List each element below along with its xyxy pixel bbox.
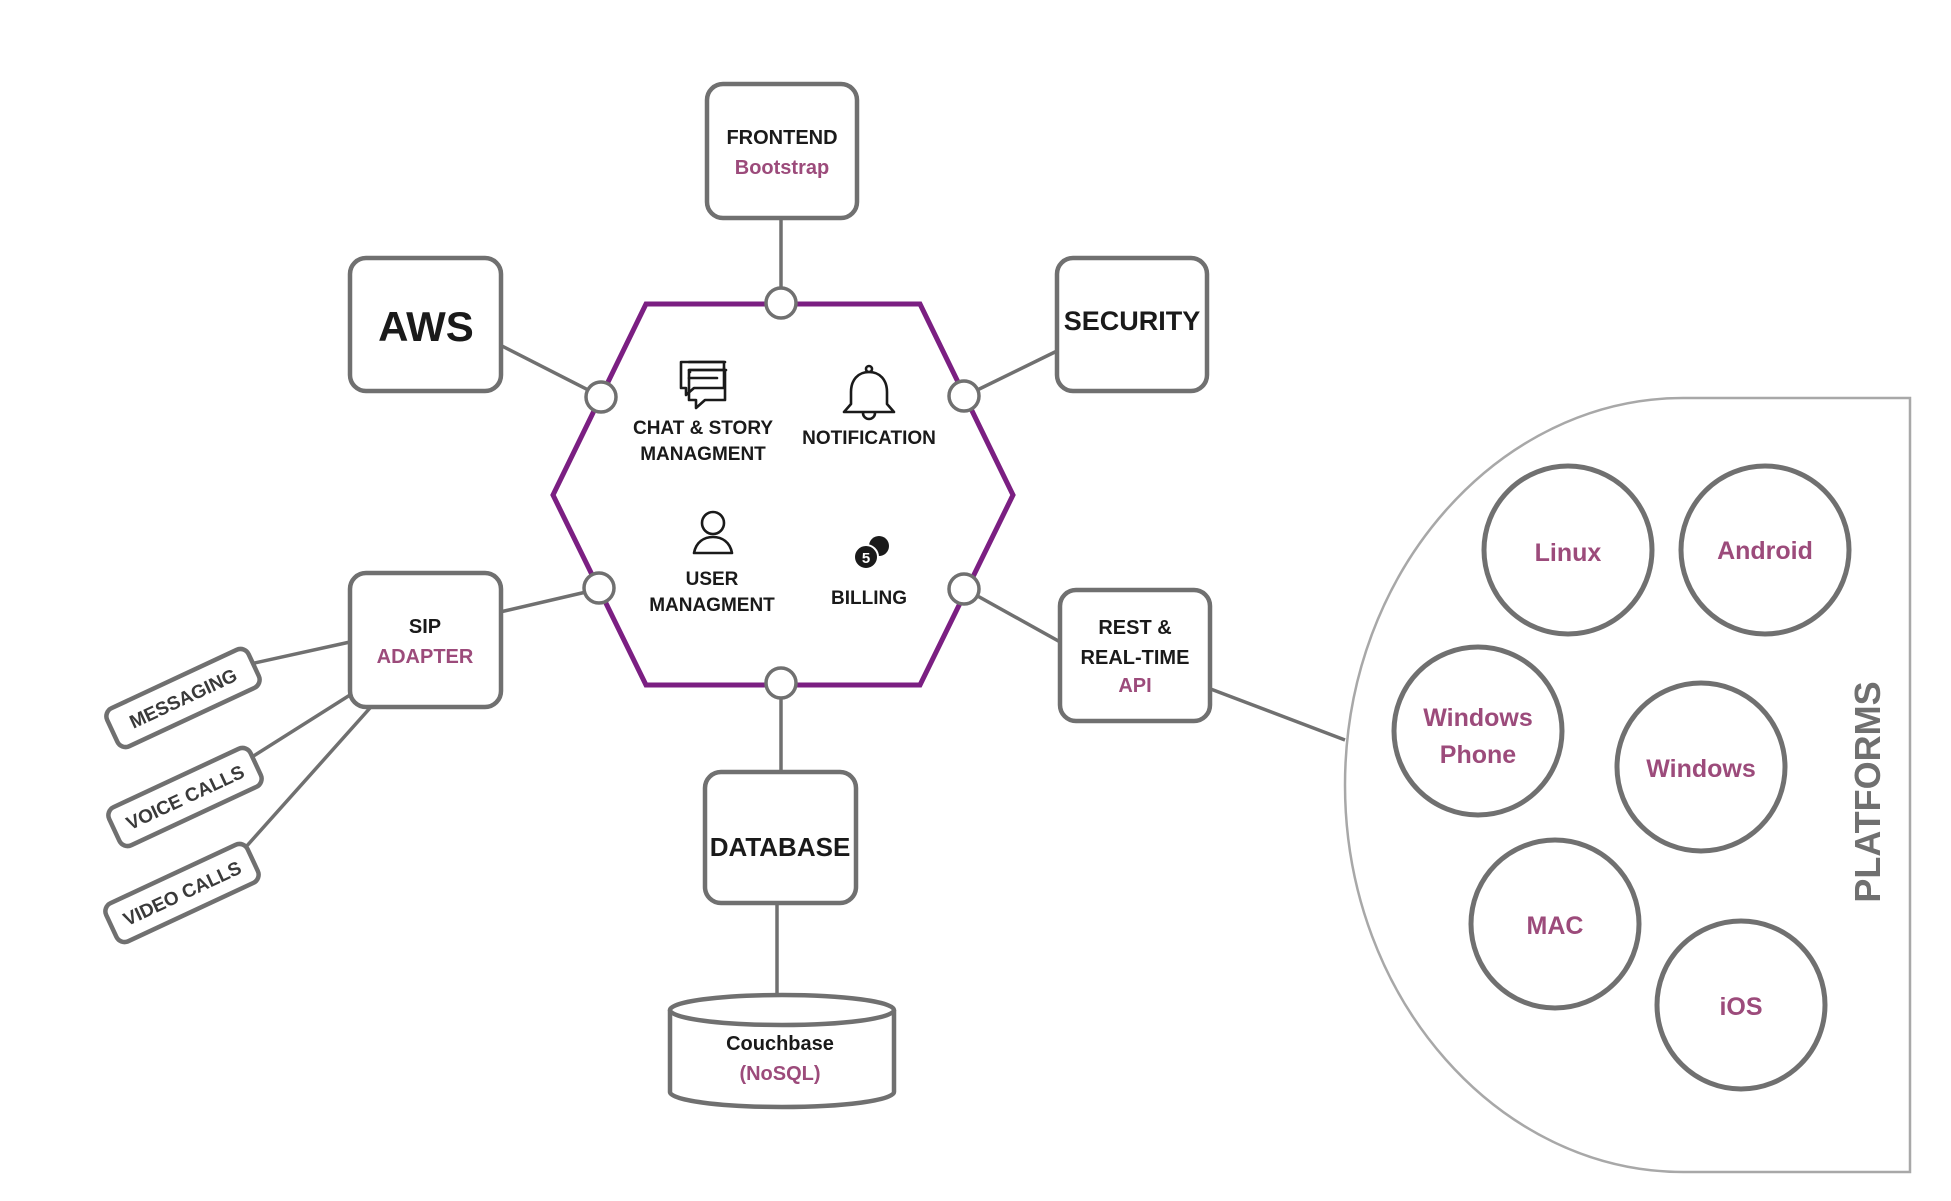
database-title: DATABASE [710,832,851,862]
module-chat: CHAT & STORY MANAGMENT [633,360,773,465]
port-bottom [764,666,798,700]
couchbase-subtitle: (NoSQL) [739,1063,820,1085]
aws-node: AWS [347,255,504,394]
couchbase-node: Couchbase (NoSQL) [667,992,897,1110]
messaging-link [249,640,351,666]
sip-link [499,587,600,614]
security-title: SECURITY [1064,306,1201,336]
sip-title: SIP [409,616,441,638]
platform-windows: Windows [1614,680,1788,854]
module-billing-line1: BILLING [831,588,907,609]
sip-adapter-node: SIP ADAPTER [347,570,504,710]
sip-channel-messaging: MESSAGING [104,646,262,750]
platform-android-label: Android [1717,537,1813,565]
api-subtitle: API [1118,675,1151,697]
platform-ios: iOS [1654,918,1828,1092]
platform-windows-phone-label-line1: Windows [1423,704,1533,732]
frontend-title: FRONTEND [726,127,837,149]
frontend-node: FRONTEND Bootstrap [704,81,860,221]
security-node: SECURITY [1054,255,1210,394]
chat-bubbles-icon [679,360,728,410]
database-node: DATABASE [702,769,859,906]
port-lower-left [582,571,616,605]
hexagon-ports [582,286,981,700]
couchbase-title: Couchbase [726,1033,834,1055]
coins-icon: 5 [853,536,889,570]
bell-icon [842,364,896,421]
voice-calls-link [251,693,351,759]
svg-text:5: 5 [862,550,870,567]
module-notification: NOTIFICATION [802,364,936,449]
module-user: USER MANAGMENT [649,510,775,616]
aws-link [499,343,601,398]
sip-channel-video: VIDEO CALLS [103,841,261,945]
platforms-label: PLATFORMS [1847,681,1888,902]
module-notification-line1: NOTIFICATION [802,428,936,449]
platforms-panel: PLATFORMS Linux Android Windows Phone Wi… [1343,396,1912,1174]
platform-mac: MAC [1468,837,1642,1011]
sip-subtitle: ADAPTER [377,646,474,668]
api-link [964,587,1063,645]
platform-linux: Linux [1481,463,1655,637]
platform-mac-label: MAC [1527,912,1584,940]
module-billing: 5 BILLING [831,536,907,609]
port-lower-right [947,572,981,606]
platform-windows-label: Windows [1646,755,1756,783]
platforms-link [1207,686,1346,742]
platform-linux-label: Linux [1535,539,1602,567]
api-line2: REAL-TIME [1081,647,1190,669]
module-user-line1: USER [686,569,739,590]
port-upper-left [584,380,618,414]
frontend-subtitle: Bootstrap [735,157,829,179]
module-user-line2: MANAGMENT [649,595,775,616]
platform-windows-phone-label-line2: Phone [1440,741,1516,769]
platform-ios-label: iOS [1719,993,1762,1021]
platform-windows-phone: Windows Phone [1391,644,1565,818]
port-top [764,286,798,320]
api-line1: REST & [1098,617,1171,639]
user-icon [692,510,734,555]
platform-android: Android [1678,463,1852,637]
sip-channel-voice: VOICE CALLS [106,745,264,849]
module-chat-line2: MANAGMENT [640,444,766,465]
port-upper-right [947,379,981,413]
module-chat-line1: CHAT & STORY [633,418,773,439]
security-link [964,349,1058,398]
core-hexagon [550,301,1016,688]
api-node: REST & REAL-TIME API [1057,587,1213,724]
video-calls-link [243,706,372,850]
aws-title: AWS [378,303,474,350]
